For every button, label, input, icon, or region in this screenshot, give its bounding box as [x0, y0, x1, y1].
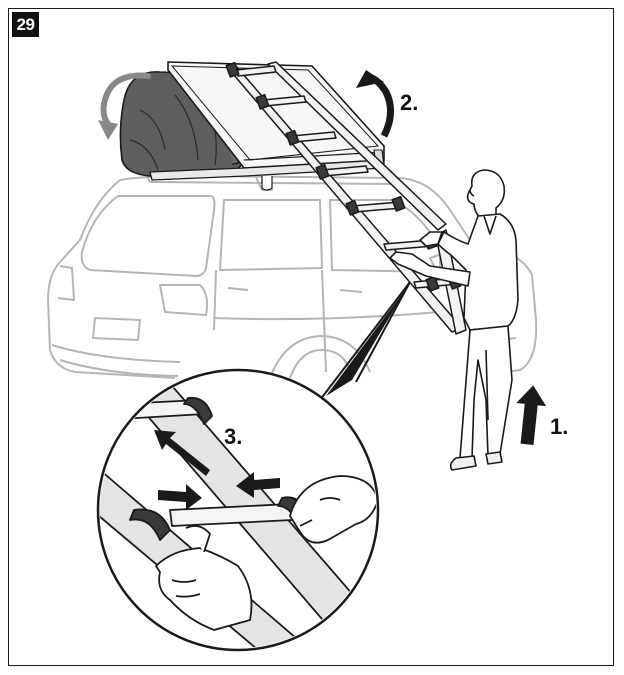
step-1-label: 1. [550, 414, 568, 439]
left-right-arrows-icon [158, 472, 280, 510]
slide-arrow-icon [154, 430, 210, 476]
up-arrow-icon [516, 385, 547, 446]
step-2-label: 2. [400, 90, 418, 115]
rotate-arrow-icon [98, 72, 151, 140]
curved-up-arrow-icon [356, 70, 394, 138]
step-3-label: 3. [224, 424, 242, 449]
person [389, 169, 519, 471]
step-number-badge: 29 [12, 12, 39, 37]
illustration-frame [8, 8, 614, 666]
